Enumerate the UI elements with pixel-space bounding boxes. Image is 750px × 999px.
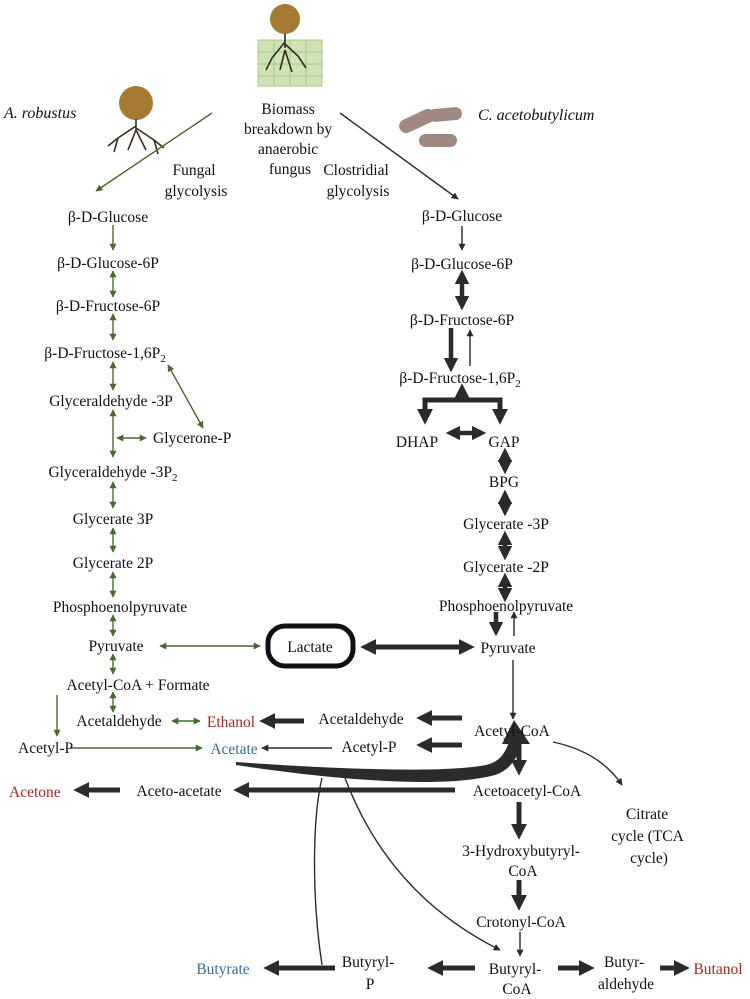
fungal-phosphoenolpyruvate: Phosphoenolpyruvate bbox=[53, 599, 187, 616]
biomass-breakdown-label: Biomass breakdown by anaerobic fungus bbox=[244, 101, 336, 178]
clostridium-bacteria-icon bbox=[399, 107, 463, 147]
bacteria-species-label: C. acetobutylicum bbox=[478, 107, 594, 124]
arrow-biomass-to-fungal bbox=[95, 112, 213, 192]
clostridial-glycolysis-label: Clostridial glycolysis bbox=[323, 162, 392, 200]
fungal-arrows bbox=[53, 225, 261, 752]
clostridial-glucose-6p: β-D-Glucose-6P bbox=[411, 256, 513, 273]
swoosh-arrowhead bbox=[502, 720, 530, 744]
clostridial-thick-arrows bbox=[73, 269, 690, 977]
fungal-glucose-6p: β-D-Glucose-6P bbox=[57, 255, 159, 272]
fungal-fructose-16p: β-D-Fructose-1,6P2 bbox=[44, 345, 165, 365]
butyryl-p: Butyryl- P bbox=[342, 954, 398, 993]
fungal-fructose-6p: β-D-Fructose-6P bbox=[56, 298, 160, 315]
arrow-biomass-to-clostridial bbox=[339, 112, 459, 200]
aceto-acetate-label: Aceto-acetate bbox=[136, 783, 221, 800]
anaerobic-fungus-icon bbox=[107, 86, 165, 155]
butanol-label: Butanol bbox=[693, 961, 742, 978]
clostridial-glucose: β-D-Glucose bbox=[422, 208, 502, 225]
fungal-glycerate-3p: Glycerate 3P bbox=[73, 511, 153, 528]
clostridial-thin-arrows bbox=[261, 226, 623, 966]
fungal-acetyl-p: Acetyl-P bbox=[18, 740, 73, 757]
fungal-acetaldehyde: Acetaldehyde bbox=[76, 713, 161, 730]
acetate-label: Acetate bbox=[210, 741, 257, 758]
crotonyl-coa: Crotonyl-CoA bbox=[476, 914, 566, 931]
clostridial-fructose-16p: β-D-Fructose-1,6P2 bbox=[399, 370, 520, 390]
butyraldehyde: Butyr- aldehyde bbox=[598, 954, 654, 993]
acetyl-coa-formate: Acetyl-CoA + Formate bbox=[66, 677, 209, 694]
hydroxybutyryl-coa: 3-Hydroxybutyryl- CoA bbox=[462, 843, 584, 880]
clostridial-glycerate-3p: Glycerate -3P bbox=[463, 516, 549, 533]
dhap-label: DHAP bbox=[396, 434, 438, 451]
fungal-pyruvate: Pyruvate bbox=[88, 638, 143, 655]
fungus-species-label: A. robustus bbox=[3, 105, 76, 122]
ethanol-label: Ethanol bbox=[207, 714, 255, 731]
acetate-to-acetylcoa-swoosh bbox=[236, 741, 522, 782]
fungal-glyceraldehyde-3p2: Glyceraldehyde -3P2 bbox=[48, 464, 177, 484]
clostridial-acetaldehyde: Acetaldehyde bbox=[318, 711, 403, 728]
glycerone-p: Glycerone-P bbox=[153, 430, 231, 447]
clostridial-acetyl-p: Acetyl-P bbox=[341, 739, 396, 756]
bpg-label: BPG bbox=[489, 474, 519, 491]
lactate-box bbox=[265, 623, 356, 669]
butyrate-label: Butyrate bbox=[196, 961, 249, 978]
fungal-glycolysis-label: Fungal glycolysis bbox=[165, 162, 228, 200]
fungal-glycerate-2p: Glycerate 2P bbox=[73, 555, 153, 572]
acetone-label: Acetone bbox=[9, 784, 61, 801]
clostridial-acetyl-coa: Acetyl-CoA bbox=[474, 723, 551, 740]
clostridial-pyruvate: Pyruvate bbox=[480, 640, 535, 657]
fungal-glucose: β-D-Glucose bbox=[68, 209, 148, 226]
fungus-on-plant-tissue-icon bbox=[257, 4, 323, 87]
gap-label: GAP bbox=[488, 434, 519, 451]
tca-cycle-label: Citrate cycle (TCA cycle) bbox=[611, 806, 687, 867]
butyryl-coa: Butyryl- CoA bbox=[489, 961, 545, 998]
clostridial-fructose-6p: β-D-Fructose-6P bbox=[410, 312, 514, 329]
fungal-glyceraldehyde-3p: Glyceraldehyde -3P bbox=[49, 393, 173, 410]
lactate-label: Lactate bbox=[287, 639, 333, 656]
clostridial-phosphoenolpyruvate: Phosphoenolpyruvate bbox=[439, 598, 573, 615]
acetoacetyl-coa: Acetoacetyl-CoA bbox=[473, 783, 582, 800]
clostridial-glycerate-2p: Glycerate -2P bbox=[463, 559, 549, 576]
